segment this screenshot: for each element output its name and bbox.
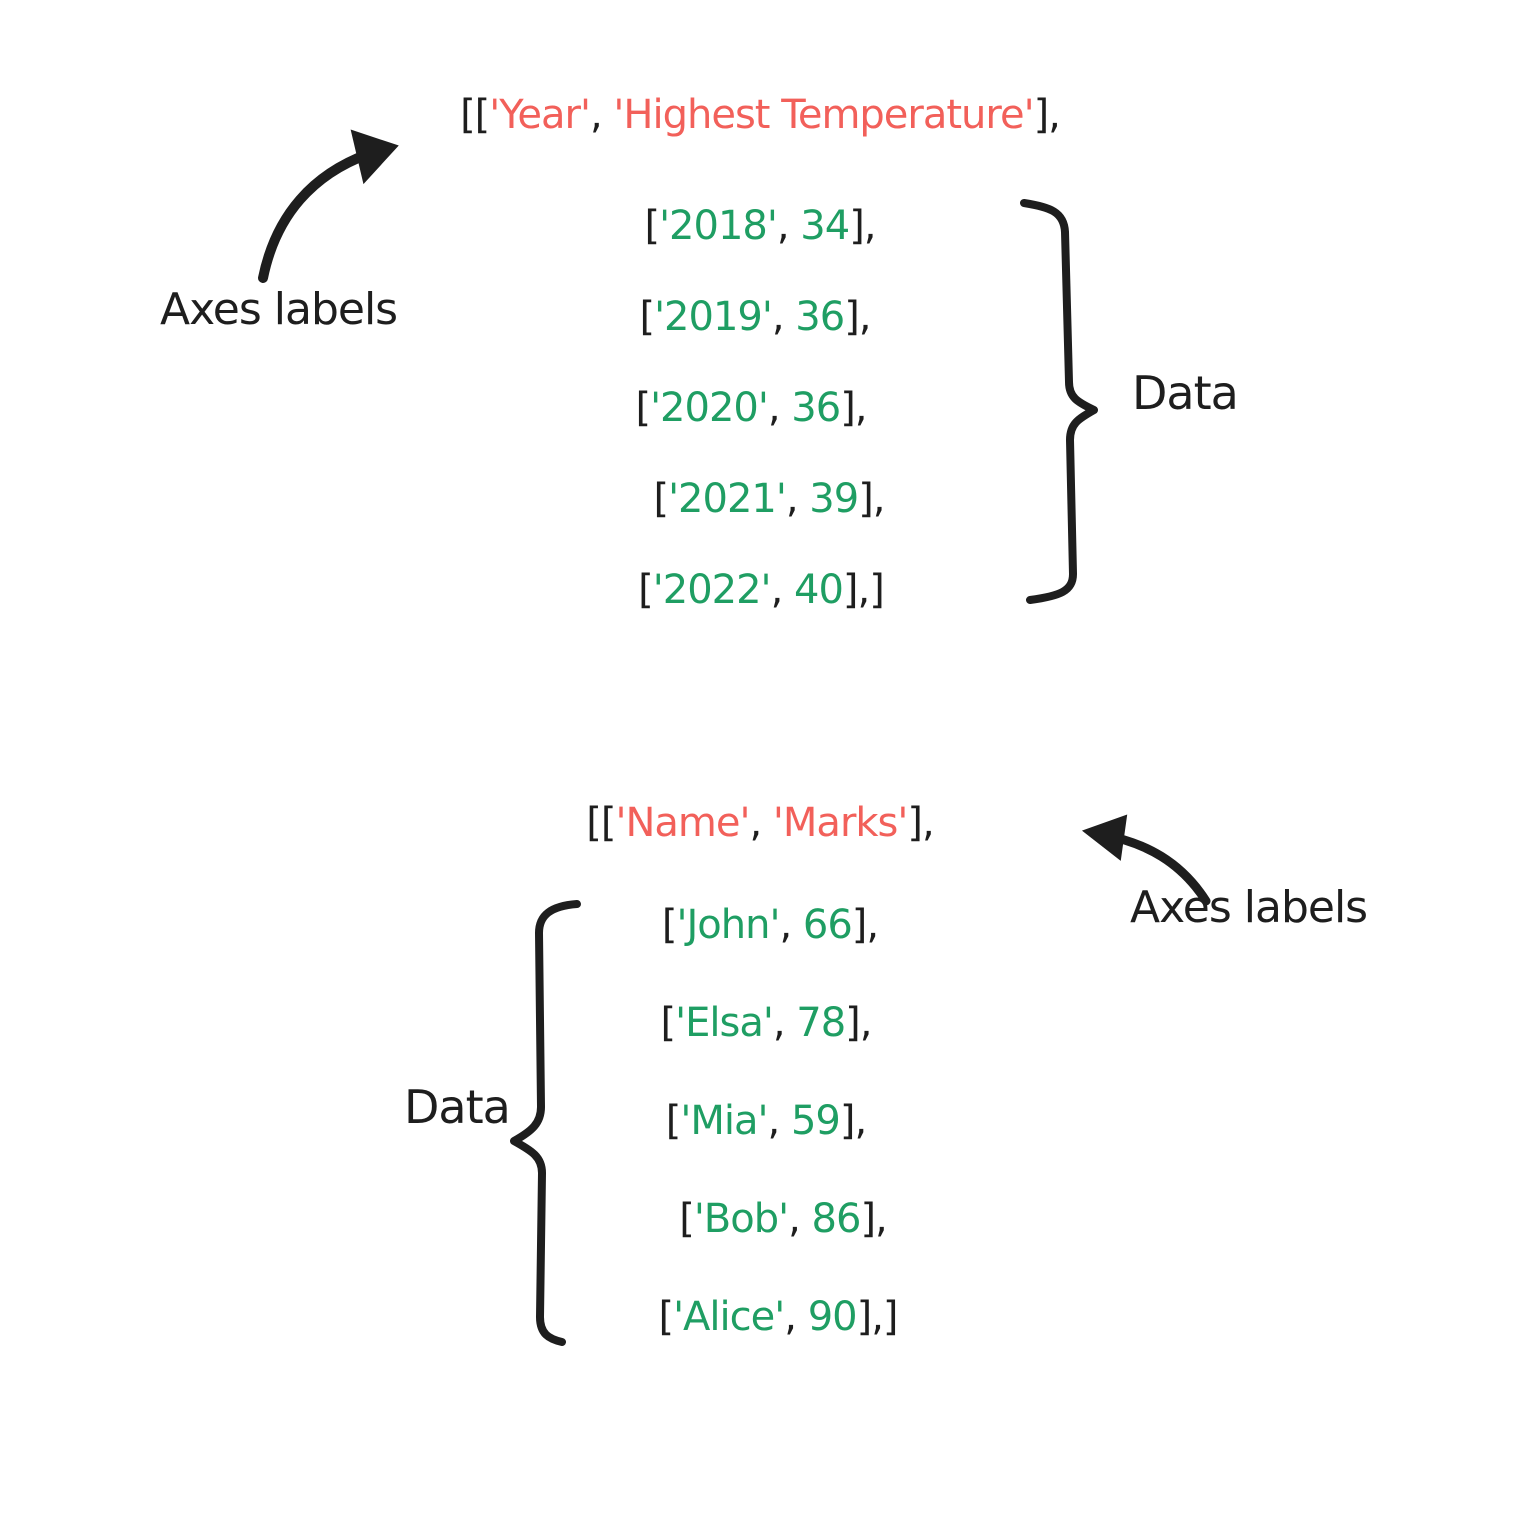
code-segment-value: 86 (811, 1196, 862, 1242)
code-segment-ink: [ (653, 475, 669, 522)
code-segment-ink: ], (849, 202, 876, 249)
code-line: ['Mia', 59], (665, 1072, 867, 1170)
temperature-snippet-header: [['Year', 'Highest Temperature'], (0, 92, 1520, 138)
code-segment-ink: ],] (842, 566, 885, 613)
code-segment-ink: ],] (856, 1294, 899, 1340)
code-segment-ink: [ (638, 566, 654, 613)
code-segment-ink: , (771, 293, 796, 340)
code-segment-ink: [[ (586, 800, 616, 846)
code-line: ['2022', 40],] (638, 544, 885, 635)
code-line: ['Alice', 90],] (658, 1268, 899, 1366)
marks-snippet-rows: ['John', 66],['Elsa', 78],['Mia', 59],['… (0, 876, 1520, 1366)
code-line: ['John', 66], (661, 876, 879, 974)
code-segment-ink: [ (661, 902, 678, 948)
code-segment-value: '2018' (659, 202, 778, 249)
code-segment-ink: ], (844, 293, 871, 340)
code-segment-ink: , (589, 92, 614, 138)
code-segment-label: 'Year' (489, 92, 591, 138)
code-segment-ink: , (770, 566, 794, 613)
code-segment-ink: [[ (460, 92, 490, 138)
code-segment-ink: [ (660, 1000, 676, 1046)
code-segment-ink: [ (665, 1098, 682, 1144)
data-annotation-bottom: Data (404, 1080, 511, 1134)
code-line: ['2019', 36], (639, 271, 871, 362)
code-segment-value: 36 (791, 384, 841, 431)
code-segment-ink: [ (639, 293, 655, 340)
code-segment-ink: [ (635, 384, 651, 431)
code-segment-ink: , (779, 902, 803, 948)
code-segment-value: 'Mia' (680, 1098, 768, 1144)
code-segment-ink: ], (851, 902, 879, 948)
code-segment-ink: , (767, 1098, 791, 1144)
axes-labels-annotation-bottom: Axes labels (1130, 882, 1368, 933)
code-segment-label: 'Marks' (772, 800, 908, 846)
axes-labels-annotation-top: Axes labels (160, 284, 398, 335)
code-segment-ink: , (788, 1196, 812, 1242)
code-segment-value: 'Bob' (693, 1196, 789, 1242)
code-segment-ink: , (776, 202, 801, 249)
code-segment-ink: [ (679, 1196, 695, 1242)
code-segment-ink: , (767, 384, 792, 431)
marks-snippet-header: [['Name', 'Marks'], (0, 800, 1520, 846)
code-segment-ink: ], (858, 475, 885, 522)
code-segment-value: 40 (794, 566, 844, 613)
code-segment-ink: , (785, 475, 810, 522)
code-segment-value: 'Elsa' (675, 1000, 774, 1046)
code-segment-value: 39 (809, 475, 859, 522)
code-segment-value: 'Alice' (673, 1294, 785, 1340)
code-segment-ink: ], (839, 1098, 867, 1144)
code-segment-value: 'John' (676, 902, 780, 948)
code-line: ['2021', 39], (653, 453, 885, 544)
code-line: ['2020', 36], (635, 362, 867, 453)
code-segment-ink: ], (840, 384, 867, 431)
code-segment-ink: [ (658, 1294, 674, 1340)
code-segment-value: 90 (807, 1294, 858, 1340)
code-segment-value: '2019' (654, 293, 773, 340)
code-segment-value: '2021' (668, 475, 787, 522)
code-line: ['Bob', 86], (679, 1170, 888, 1268)
code-segment-value: 59 (790, 1098, 841, 1144)
code-line: ['Elsa', 78], (660, 974, 872, 1072)
code-segment-ink: [ (644, 202, 660, 249)
code-segment-value: '2022' (652, 566, 772, 613)
data-annotation-top: Data (1132, 366, 1239, 420)
code-segment-value: 78 (796, 1000, 846, 1046)
code-segment-ink: ], (1033, 92, 1061, 138)
code-segment-ink: ], (845, 1000, 872, 1046)
code-segment-ink: , (749, 800, 773, 846)
code-segment-value: 36 (795, 293, 845, 340)
code-segment-value: '2020' (650, 384, 769, 431)
code-segment-ink: ], (907, 800, 934, 846)
code-segment-value: 34 (800, 202, 850, 249)
code-line: ['2018', 34], (644, 180, 876, 271)
code-segment-label: 'Name' (615, 800, 750, 846)
code-segment-ink: , (784, 1294, 808, 1340)
code-segment-ink: , (772, 1000, 797, 1046)
code-segment-label: 'Highest Temperature' (613, 92, 1034, 138)
code-segment-value: 66 (802, 902, 853, 948)
temperature-snippet-rows: ['2018', 34],['2019', 36],['2020', 36],[… (0, 180, 1520, 635)
code-segment-ink: ], (860, 1196, 887, 1242)
